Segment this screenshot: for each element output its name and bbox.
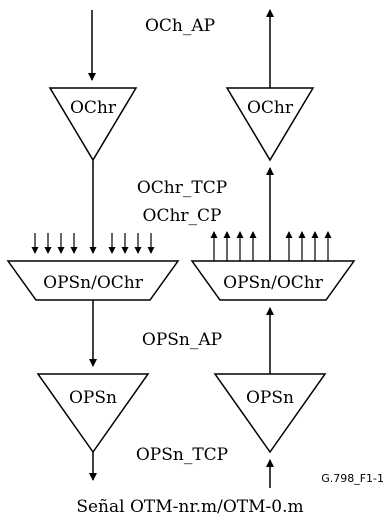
opsn-ochr-left-trapezoid xyxy=(6,260,180,301)
och-ap-label: OCh_AP xyxy=(145,16,215,36)
figure-ref-label: G.798_F1-1 xyxy=(321,472,384,485)
opsn-ochr-right-label: OPSn/OChr xyxy=(223,273,324,293)
opsn-left-triangle xyxy=(36,373,150,454)
opsn-ochr-right-trapezoid xyxy=(190,260,356,301)
right-connection-arrows xyxy=(210,231,332,261)
opsn-left-label: OPSn xyxy=(69,388,117,408)
opsn-ap-label: OPSn_AP xyxy=(142,330,222,350)
ochr-right-triangle xyxy=(225,87,315,162)
ochr-tcp-label: OChr_TCP xyxy=(137,178,227,198)
left-connection-arrows xyxy=(31,233,155,254)
opsn-right-triangle xyxy=(213,373,327,454)
opsn-right-label: OPSn xyxy=(246,388,294,408)
ochr-left-label: OChr xyxy=(70,98,117,118)
ochr-right-label: OChr xyxy=(247,98,294,118)
signal-label: Señal OTM-nr.m/OTM-0.m xyxy=(76,497,303,517)
opsn-ochr-left-label: OPSn/OChr xyxy=(43,273,144,293)
ochr-cp-label: OChr_CP xyxy=(143,206,222,226)
opsn-tcp-label: OPSn_TCP xyxy=(136,445,228,465)
ochr-left-triangle xyxy=(48,87,138,162)
